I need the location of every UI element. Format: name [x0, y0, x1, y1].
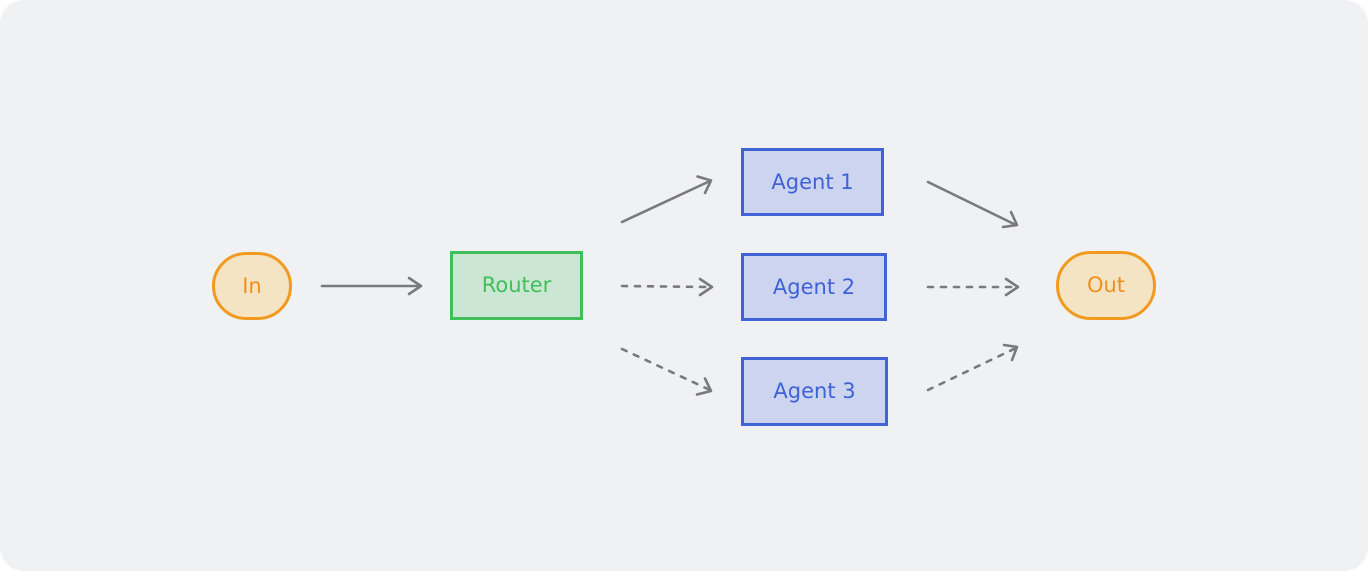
node-output: Out: [1056, 251, 1156, 320]
edge-agent-1-output: [926, 180, 1019, 229]
node-output-label: Out: [1086, 273, 1126, 297]
node-agent-3-label: Agent 3: [773, 379, 856, 403]
node-router-label: Router: [481, 273, 552, 297]
node-router: Router: [450, 251, 583, 320]
node-agent-1-label: Agent 1: [771, 169, 854, 194]
edge-agent-2-output: [926, 277, 1020, 297]
node-agent-3: Agent 3: [741, 357, 888, 426]
edge-router-agent-2: [620, 277, 714, 297]
node-agent-1: Agent 1: [741, 148, 884, 216]
node-input: In: [212, 252, 292, 320]
node-input-label: In: [242, 273, 262, 298]
node-agent-2: Agent 2: [741, 253, 887, 321]
edge-agent-3-output: [926, 343, 1019, 392]
node-agent-2-label: Agent 2: [772, 274, 856, 299]
edge-router-agent-1: [620, 175, 713, 224]
edge-input-router: [320, 276, 423, 296]
edge-router-agent-3: [620, 347, 713, 396]
